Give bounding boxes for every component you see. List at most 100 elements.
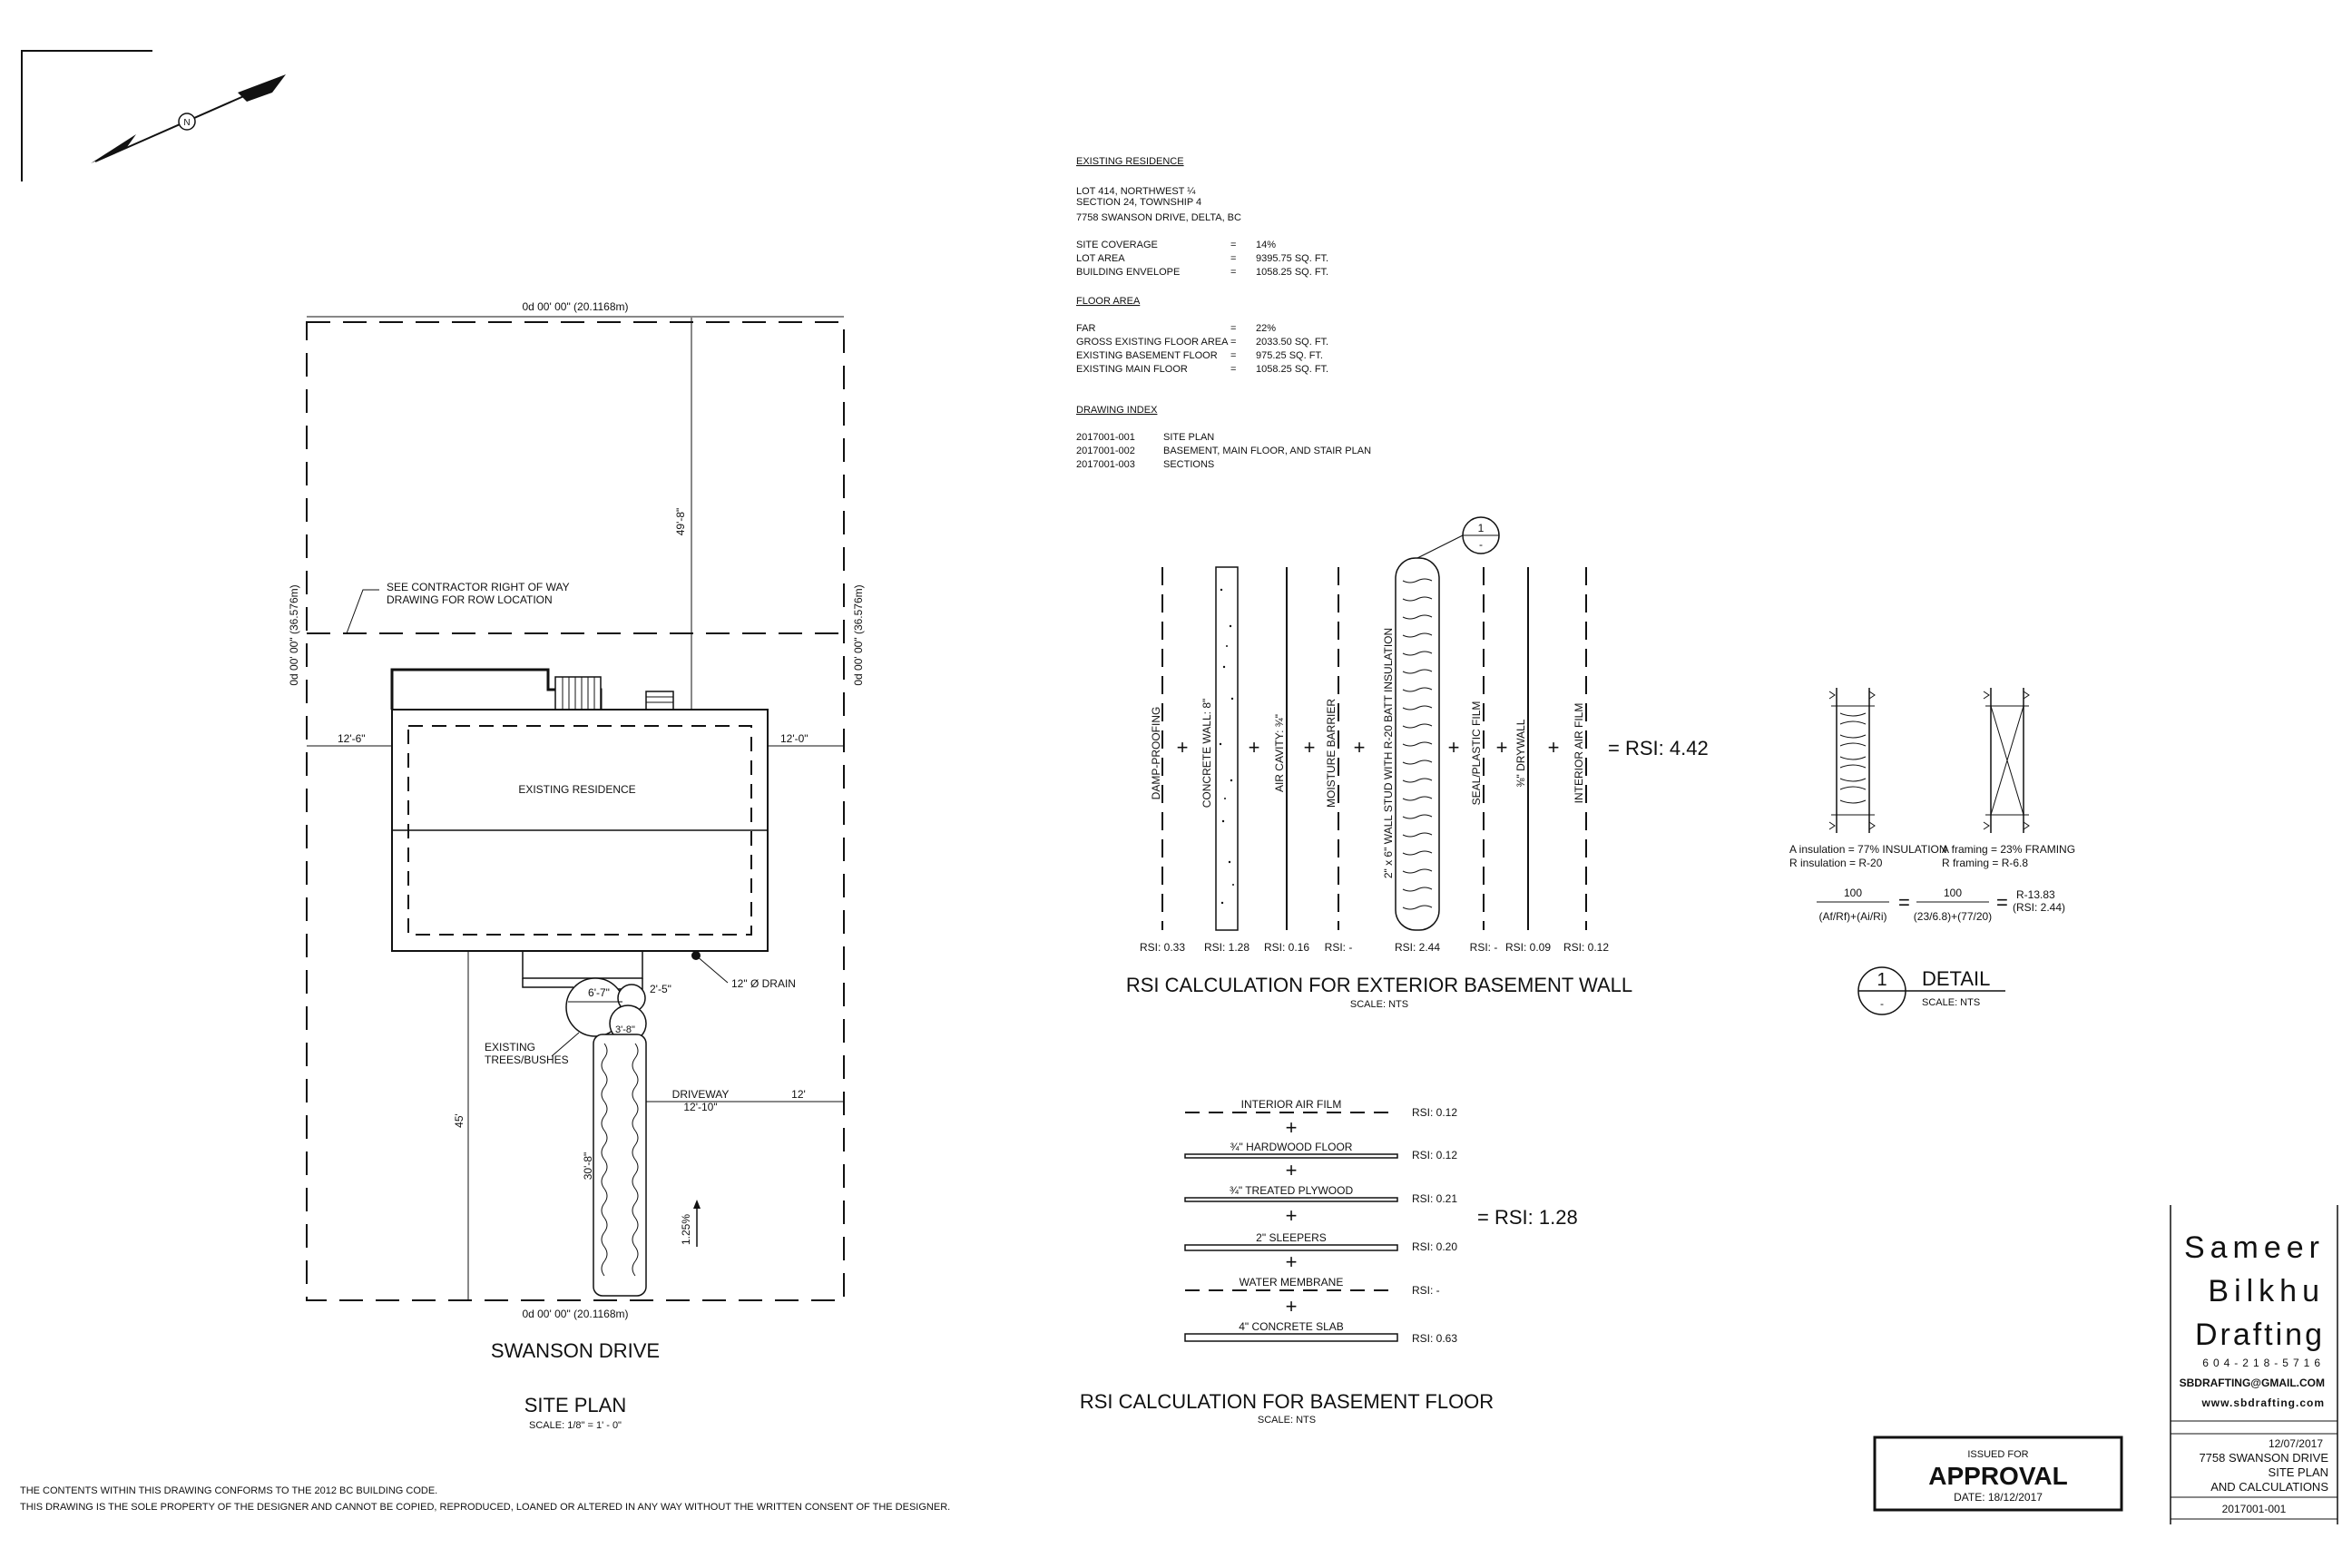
floor-rsi-calculation: INTERIOR AIR FILM ¾" HARDWOOD FLOOR ¾" T… (1080, 1098, 1578, 1426)
index-title: SECTIONS (1163, 459, 1214, 470)
detail-scale: SCALE: NTS (1922, 997, 1980, 1008)
title-block: Sameer Bilkhu Drafting 604-218-5716 SBDR… (1873, 1205, 2338, 1524)
svg-text:+: + (1496, 736, 1508, 759)
floor-stat-eq: = (1230, 350, 1236, 361)
property-note: THIS DRAWING IS THE SOLE PROPERTY OF THE… (20, 1502, 950, 1513)
floor-stat-value: 1058.25 SQ. FT. (1256, 364, 1328, 375)
wall-layer-label: AIR CAVITY: ¾" (1273, 714, 1286, 792)
phone: 604-218-5716 (2202, 1357, 2325, 1369)
floor-layer-line (1184, 1153, 1398, 1159)
insulation-detail (1828, 688, 1876, 833)
stat-value: 1058.25 SQ. FT. (1256, 267, 1328, 278)
dim-30-8: 30'-8" (582, 1152, 594, 1181)
floor-layer-label: 4" CONCRETE SLAB (1239, 1320, 1344, 1333)
stat-label: SITE COVERAGE (1076, 240, 1158, 250)
brand-line1: Sameer (2184, 1230, 2325, 1265)
detail-sub: - (1880, 997, 1884, 1010)
dim-45: 45' (453, 1113, 466, 1128)
existing-residence-heading: EXISTING RESIDENCE (1076, 156, 1184, 167)
address-line: 7758 SWANSON DRIVE, DELTA, BC (1076, 212, 1241, 223)
email-link[interactable]: SBDRAFTING@GMAIL.COM (2180, 1377, 2325, 1389)
bottom-dimension: 0d 00' 00" (20.1168m) (522, 1308, 628, 1320)
floor-area-heading: FLOOR AREA (1076, 296, 1141, 307)
brand-line3: Drafting (2195, 1318, 2325, 1352)
wall-layer-label: CONCRETE WALL: 8" (1200, 699, 1213, 808)
detail-title: DETAIL (1922, 967, 1990, 990)
detail-result-rsi: (RSI: 2.44) (2013, 901, 2065, 914)
dim-2-5: 2'-5" (650, 983, 671, 995)
callout-sub: - (1479, 538, 1483, 551)
code-note: THE CONTENTS WITHIN THIS DRAWING CONFORM… (20, 1485, 437, 1496)
floor-stat-value: 22% (1256, 323, 1276, 334)
approval-stamp (1873, 1436, 2123, 1512)
dim-12: 12' (791, 1088, 806, 1101)
front-steps (522, 950, 643, 979)
brand-line2: Bilkhu (2208, 1274, 2325, 1308)
svg-text:+: + (1286, 1204, 1298, 1227)
street-name: SWANSON DRIVE (491, 1339, 660, 1362)
right-dimension: 0d 00' 00" (36.576m) (852, 584, 865, 685)
equals-sign: = (1996, 891, 2008, 914)
svg-text:+: + (1286, 1250, 1298, 1273)
stat-value: 9395.75 SQ. FT. (1256, 253, 1328, 264)
wall-rsi-calculation: 1 - DAMP-PROOFING CONCRETE WALL: 8" AIR … (1126, 516, 1709, 1010)
floor-stat-eq: = (1230, 364, 1236, 375)
floor-calc-title: RSI CALCULATION FOR BASEMENT FLOOR (1080, 1390, 1494, 1413)
floor-stat-value: 2033.50 SQ. FT. (1256, 337, 1328, 348)
dim-6-7: 6'-7" (588, 986, 610, 999)
sheet-corner-mark (21, 50, 152, 181)
wall-calc-scale: SCALE: NTS (1350, 999, 1408, 1010)
wall-layer-label: ⅜" DRYWALL (1514, 719, 1527, 787)
stat-eq: = (1230, 253, 1236, 264)
floor-layer-rsi: RSI: 0.12 (1412, 1106, 1457, 1119)
floor-calc-scale: SCALE: NTS (1258, 1415, 1316, 1426)
floor-layer-label: 2" SLEEPERS (1256, 1231, 1327, 1244)
sheet-number: 2017001-001 (2222, 1503, 2287, 1515)
floor-layer-label: ¾" TREATED PLYWOOD (1230, 1184, 1354, 1197)
rear-setback: 49'-8" (674, 508, 687, 536)
wall-layer-label: DAMP-PROOFING (1150, 707, 1162, 800)
site-plan-scale: SCALE: 1/8" = 1' - 0" (529, 1420, 622, 1431)
site-plan-title: SITE PLAN (524, 1394, 626, 1416)
equation-denominator: (Af/Rf)+(Ai/Ri) (1819, 910, 1887, 923)
slope: 1.25% (680, 1214, 692, 1245)
svg-text:+: + (1286, 1295, 1298, 1318)
svg-text:+: + (1448, 736, 1460, 759)
row-note-line2: DRAWING FOR ROW LOCATION (387, 593, 553, 606)
wall-layer-label: INTERIOR AIR FILM (1573, 703, 1585, 804)
drain-label: 12" Ø DRAIN (731, 977, 796, 990)
approval-date: DATE: 18/12/2017 (1954, 1491, 2043, 1504)
approval-status: APPROVAL (1928, 1462, 2068, 1490)
wall-layer-label: SEAL/PLASTIC FILM (1470, 701, 1483, 806)
floor-result: = RSI: 1.28 (1477, 1206, 1578, 1229)
driveway (593, 1034, 647, 1297)
ac-unit (645, 691, 674, 710)
insulation-r-label: R insulation = R-20 (1789, 857, 1883, 869)
plus-signs: +++ +++ + (1177, 736, 1560, 759)
floor-layer-rsi: RSI: 0.12 (1412, 1149, 1457, 1161)
sheet-title-line1: SITE PLAN (2269, 1465, 2328, 1479)
issued-for-label: ISSUED FOR (1967, 1449, 2028, 1460)
floor-layer-line (1184, 1333, 1398, 1342)
floor-stat-label: EXISTING MAIN FLOOR (1076, 364, 1188, 375)
sheet-date: 12/07/2017 (2269, 1437, 2323, 1450)
driveway-label: DRIVEWAY (672, 1088, 730, 1101)
right-setback: 12'-0" (780, 732, 808, 745)
property-line (306, 321, 845, 1301)
svg-text:+: + (1354, 736, 1366, 759)
wall-layer-rsi: RSI: 0.12 (1563, 941, 1609, 954)
floor-stat-eq: = (1230, 323, 1236, 334)
detail-number: 1 (1877, 970, 1886, 990)
detail-1: A insulation = 77% INSULATION R insulati… (1789, 688, 2075, 1015)
floor-layer-label: INTERIOR AIR FILM (1241, 1098, 1342, 1111)
wall-layer-rsi: RSI: - (1325, 941, 1353, 954)
stat-eq: = (1230, 240, 1236, 250)
website-link[interactable]: www.sbdrafting.com (2200, 1396, 2325, 1409)
wall-calc-title: RSI CALCULATION FOR EXTERIOR BASEMENT WA… (1126, 974, 1632, 996)
svg-text:+: + (1249, 736, 1260, 759)
floor-stat-eq: = (1230, 337, 1236, 348)
floor-layer-label: WATER MEMBRANE (1240, 1276, 1344, 1289)
wall-layer-rsi: RSI: 0.16 (1264, 941, 1309, 954)
wall-layer-rsi: RSI: 2.44 (1395, 941, 1440, 954)
